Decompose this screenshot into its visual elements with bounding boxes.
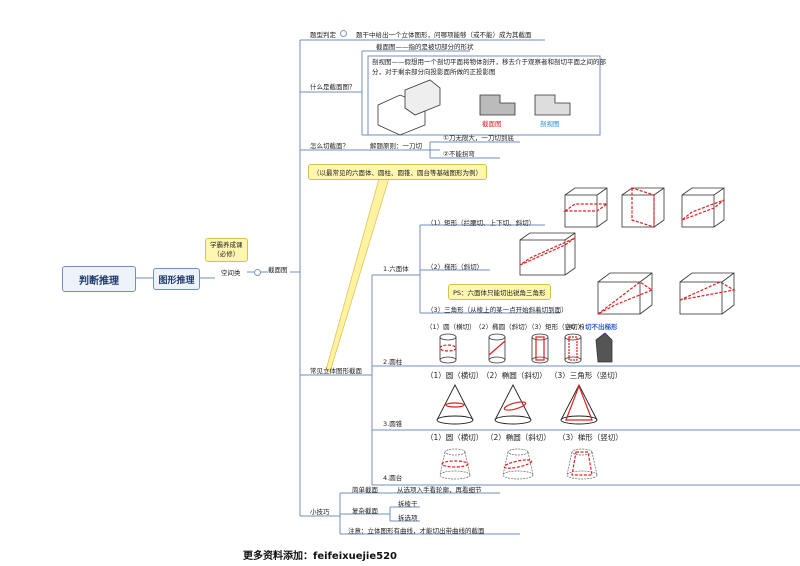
frustum-cap-1: （1）圆（横切） xyxy=(426,433,484,442)
how-label: 怎么切截面？ xyxy=(310,142,349,150)
tips-c1: 拆棱干 xyxy=(398,500,418,508)
cyl-cap-3: （3）矩形（竖切） xyxy=(528,323,585,331)
cyl-cap-1: （1）圆（横切） xyxy=(426,323,476,331)
common-note: （以最常见的六面体、圆柱、圆锥、圆台等基础图形为例） xyxy=(308,164,487,180)
what-line2: 剖视图——假想用一个剖切平面将物体剖开，移去介于观察者和剖切平面之间的部 xyxy=(372,58,606,66)
common-label: 常见立体图形截面 xyxy=(310,367,362,375)
cone-label: 3.圆锥 xyxy=(383,420,403,428)
tips-complex: 复杂截面 xyxy=(352,507,378,515)
type-judge-label: 题型判定 xyxy=(310,31,336,39)
type-judge-text: 题干中给出一个立体图形，问哪项能够（或不能）成为其截面 xyxy=(356,31,532,39)
frustum-label: 4.圆台 xyxy=(383,474,403,482)
root-node[interactable]: 判断推理 xyxy=(62,266,136,292)
hexa-trap: （2）梯形（斜切） xyxy=(427,263,484,271)
cyl-cap-4: （4）梯形（竖切） xyxy=(562,323,584,331)
tips-notice: 注意：立体图形有曲线，才能切出带曲线的截面 xyxy=(348,527,485,535)
type-judge-toggle[interactable] xyxy=(340,30,347,37)
space-label: 空间类 xyxy=(221,269,241,277)
how-rule1: ①刀无限大，一刀切到底 xyxy=(443,134,514,142)
hexa-ps-note: PS：六面体只能切出锐角三角形 xyxy=(448,284,551,300)
frustum-cap-3: （3）梯形（竖切） xyxy=(558,433,623,442)
cyl-cap-2: （2）椭圆（斜切） xyxy=(475,323,532,331)
cutaway-caption: 剖视图 xyxy=(540,120,560,128)
what-label: 什么是截面图？ xyxy=(310,83,356,91)
section-caption: 截面图 xyxy=(482,120,502,128)
tips-c2: 拆选项 xyxy=(398,514,418,522)
tips-label: 小技巧 xyxy=(310,508,330,516)
cone-cap-2: （2）椭圆（斜切） xyxy=(482,371,547,380)
cone-cap-3: （3）三角形（竖切） xyxy=(550,371,623,380)
level1-node[interactable]: 图形推理 xyxy=(153,268,200,290)
cone-cap-1: （1）圆（横切） xyxy=(426,371,484,380)
section-label: 截面图 xyxy=(268,266,288,274)
how-rule2: ②不能拐弯 xyxy=(443,150,475,158)
space-toggle[interactable] xyxy=(254,269,261,276)
hexa-tri: （3）三角形（从棱上的某一点开始斜着切到面） xyxy=(427,306,568,314)
hexa-rect: （1）矩形（拦腰切、上下切、斜切） xyxy=(427,219,536,227)
frustum-cap-2: （2）椭圆（斜切） xyxy=(486,433,551,442)
learning-note: 学霸养成课 （必修） xyxy=(205,238,248,262)
hexa-label: 1.六面体 xyxy=(383,265,409,273)
what-line1: 截面图——指的是被切部分的形状 xyxy=(376,43,474,51)
tips-simple: 简单截面 xyxy=(352,486,378,494)
cyl-cap-note: 切不出梯形 xyxy=(585,323,618,331)
cyl-label: 2.圆柱 xyxy=(383,358,403,366)
tips-simple-text: 从选项入手看轮廓，再看细节 xyxy=(397,486,482,494)
what-line3: 分，对于剩余部分向投影面所做的正投影图 xyxy=(372,68,496,76)
footer-text: 更多资料添加：feifeixuejie520 xyxy=(243,551,397,562)
how-rule: 解题原则：一刀切 xyxy=(370,142,422,150)
